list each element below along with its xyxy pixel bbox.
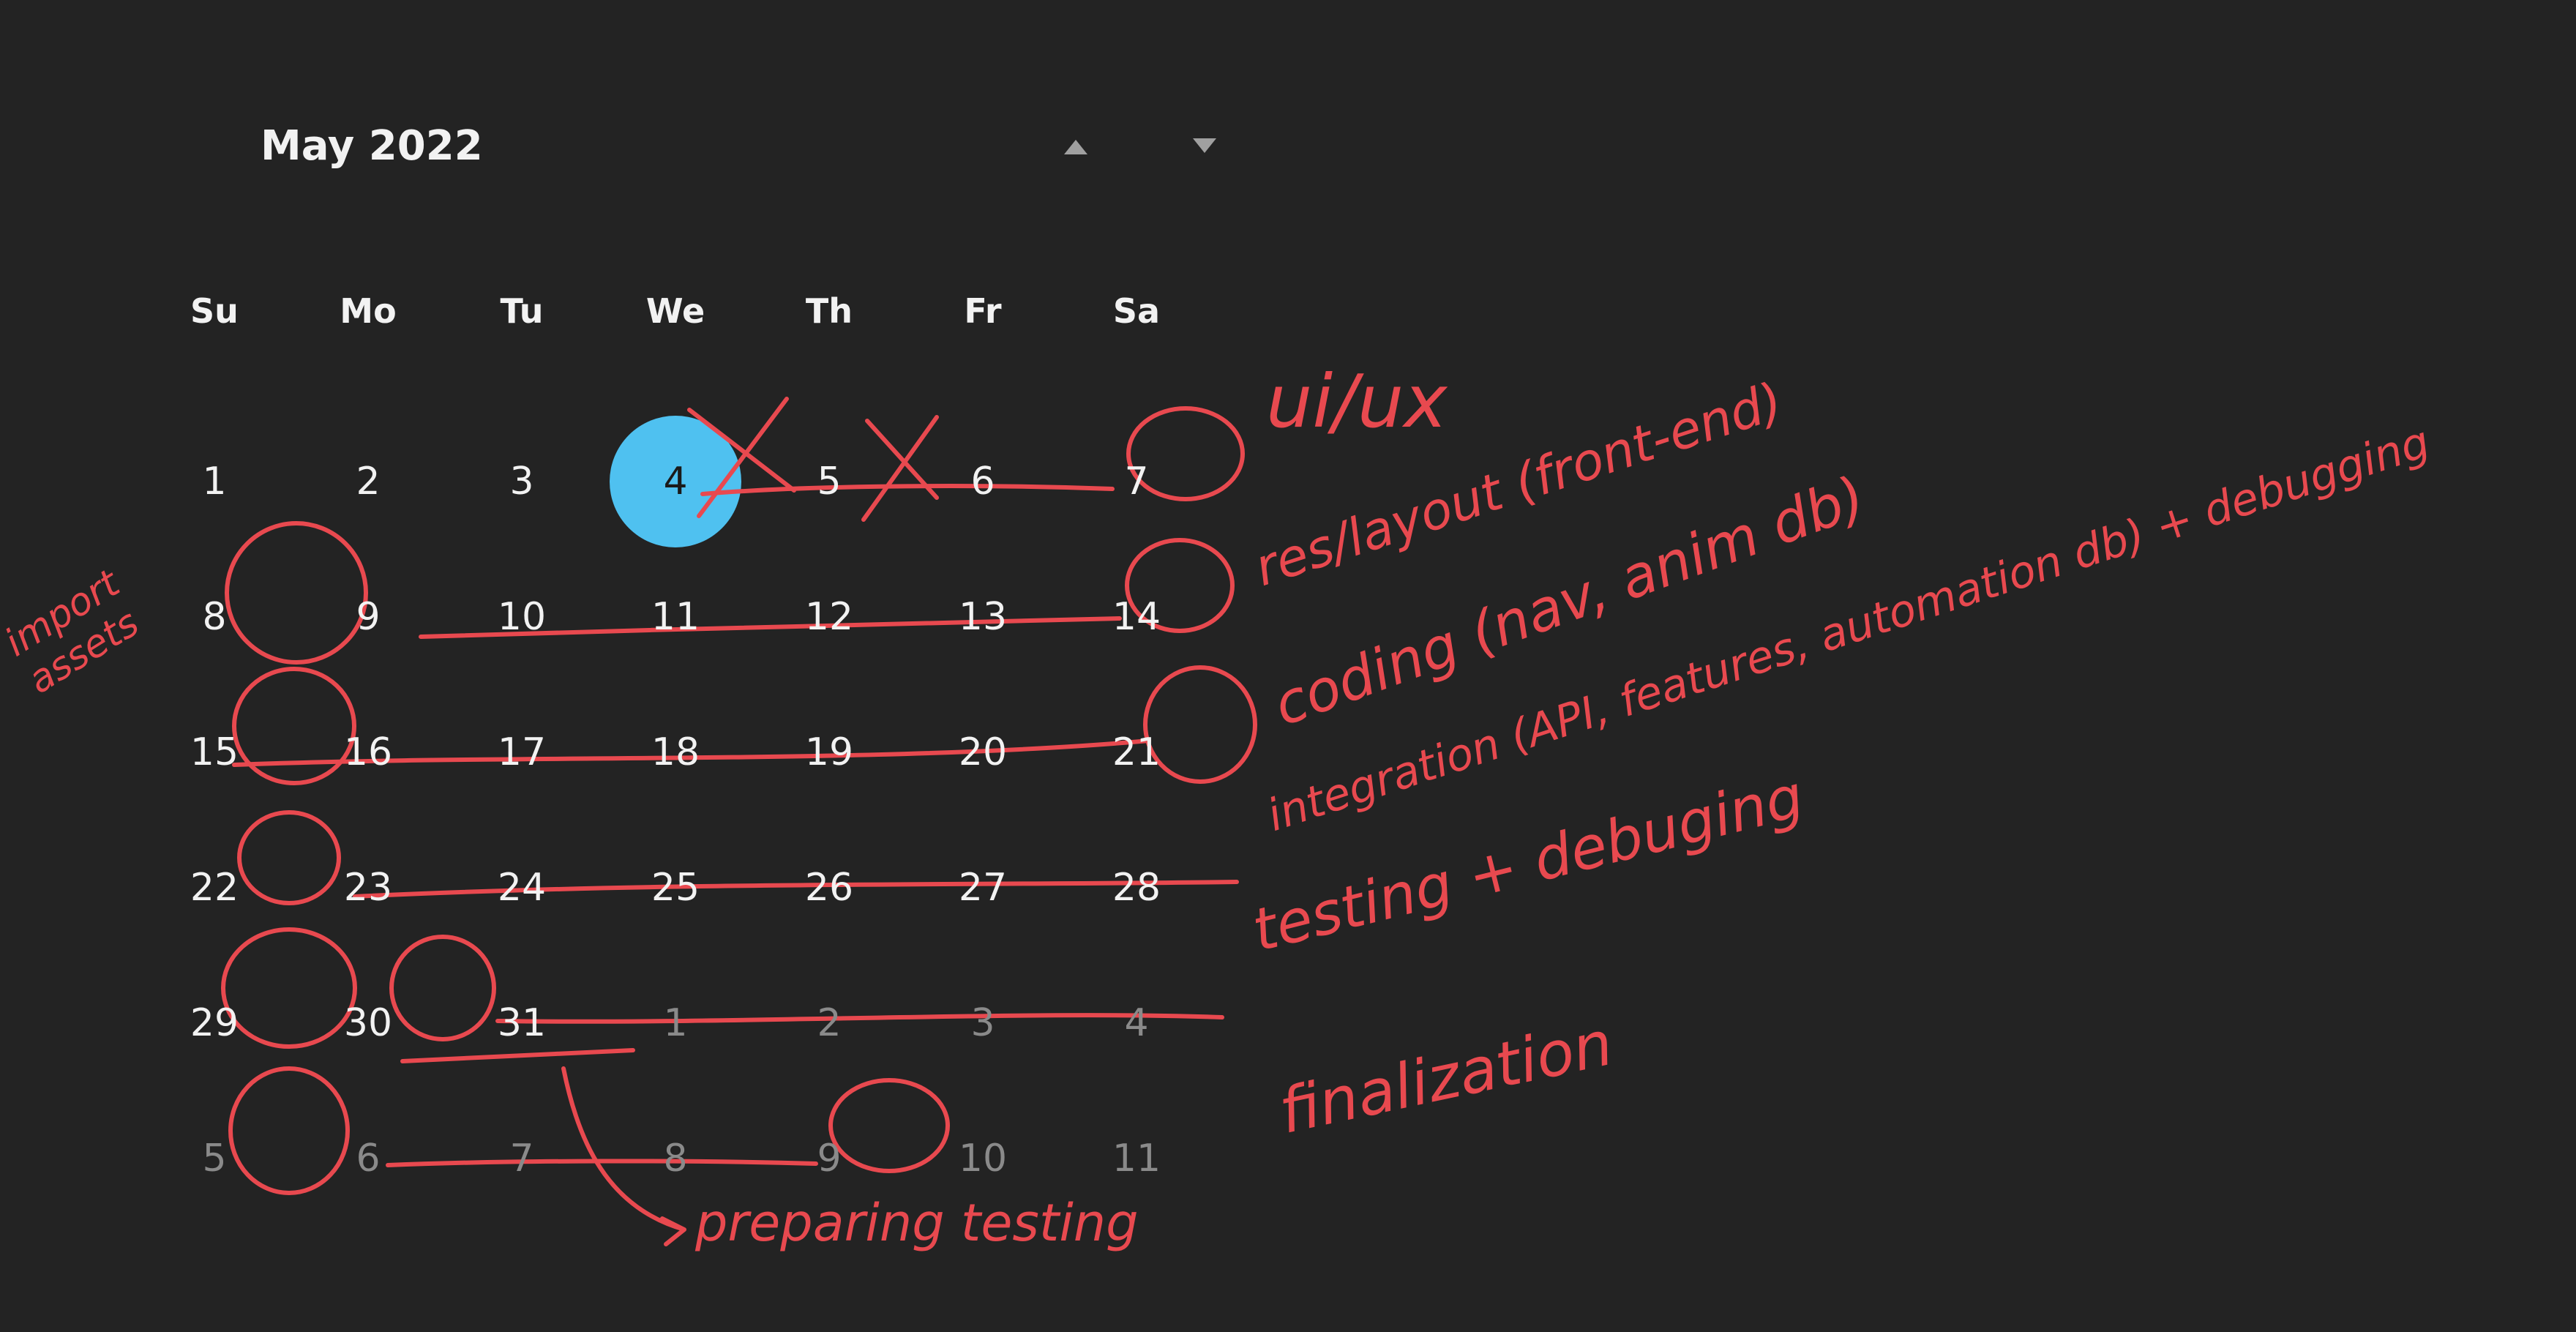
day-cell[interactable]: 15 — [190, 730, 239, 774]
weekday-header: Th — [805, 291, 853, 331]
day-cell[interactable]: 17 — [497, 730, 547, 774]
day-cell[interactable]: 2 — [356, 459, 381, 504]
day-cell-next-month[interactable]: 1 — [663, 1000, 688, 1045]
day-cell-next-month[interactable]: 10 — [958, 1136, 1008, 1181]
day-cell-next-month[interactable]: 2 — [817, 1000, 842, 1045]
day-cell[interactable]: 11 — [651, 594, 700, 639]
annotation-uiux: ui/ux — [1266, 359, 1448, 444]
day-cell[interactable]: 27 — [958, 865, 1008, 910]
day-cell[interactable]: 20 — [958, 730, 1008, 774]
day-cell[interactable]: 12 — [804, 594, 854, 639]
day-cell[interactable]: 28 — [1112, 865, 1161, 910]
day-cell-next-month[interactable]: 3 — [970, 1000, 995, 1045]
annotation-finalization: finalization — [1273, 1007, 1620, 1148]
weekday-header: Sa — [1112, 291, 1161, 331]
next-month-button[interactable] — [1175, 124, 1234, 168]
weekday-header: Mo — [340, 291, 397, 331]
day-cell[interactable]: 25 — [651, 865, 700, 910]
day-cell[interactable]: 7 — [1124, 459, 1149, 504]
day-cell[interactable]: 16 — [343, 730, 393, 774]
day-cell[interactable]: 24 — [497, 865, 547, 910]
day-cell[interactable]: 8 — [202, 594, 227, 639]
day-cell[interactable]: 26 — [804, 865, 854, 910]
day-cell[interactable]: 29 — [190, 1000, 239, 1045]
triangle-down-icon — [1193, 138, 1216, 153]
day-cell-next-month[interactable]: 6 — [356, 1136, 381, 1181]
weekday-header: Fr — [964, 291, 1002, 331]
previous-month-button[interactable] — [1046, 124, 1105, 168]
day-cell[interactable]: 30 — [343, 1000, 393, 1045]
day-cell-selected[interactable]: 4 — [599, 414, 752, 549]
weekday-header: Tu — [500, 291, 544, 331]
day-cell[interactable]: 31 — [497, 1000, 547, 1045]
day-cell[interactable]: 23 — [343, 865, 393, 910]
day-cell[interactable]: 3 — [509, 459, 534, 504]
day-cell[interactable]: 6 — [970, 459, 995, 504]
day-cell[interactable]: 18 — [651, 730, 700, 774]
day-cell[interactable]: 21 — [1112, 730, 1161, 774]
day-cell-next-month[interactable]: 5 — [202, 1136, 227, 1181]
weekday-header: We — [645, 291, 705, 331]
day-cell[interactable]: 1 — [202, 459, 227, 504]
calendar-grid: Su Mo Tu We Th Fr Sa 1 2 3 4 5 6 7 8 9 1… — [138, 278, 1213, 1226]
day-cell[interactable]: 19 — [804, 730, 854, 774]
day-cell-next-month[interactable]: 7 — [509, 1136, 534, 1181]
day-cell[interactable]: 9 — [356, 594, 381, 639]
day-cell[interactable]: 5 — [817, 459, 842, 504]
month-title[interactable]: May 2022 — [261, 122, 483, 170]
day-cell-next-month[interactable]: 11 — [1112, 1136, 1161, 1181]
day-cell[interactable]: 14 — [1112, 594, 1161, 639]
day-cell-next-month[interactable]: 4 — [1124, 1000, 1149, 1045]
day-cell[interactable]: 13 — [958, 594, 1008, 639]
day-cell[interactable]: 22 — [190, 865, 239, 910]
triangle-up-icon — [1064, 140, 1087, 154]
weekday-header: Su — [190, 291, 239, 331]
annotation-preparing-testing: preparing testing — [695, 1193, 1139, 1253]
day-cell[interactable]: 10 — [497, 594, 547, 639]
